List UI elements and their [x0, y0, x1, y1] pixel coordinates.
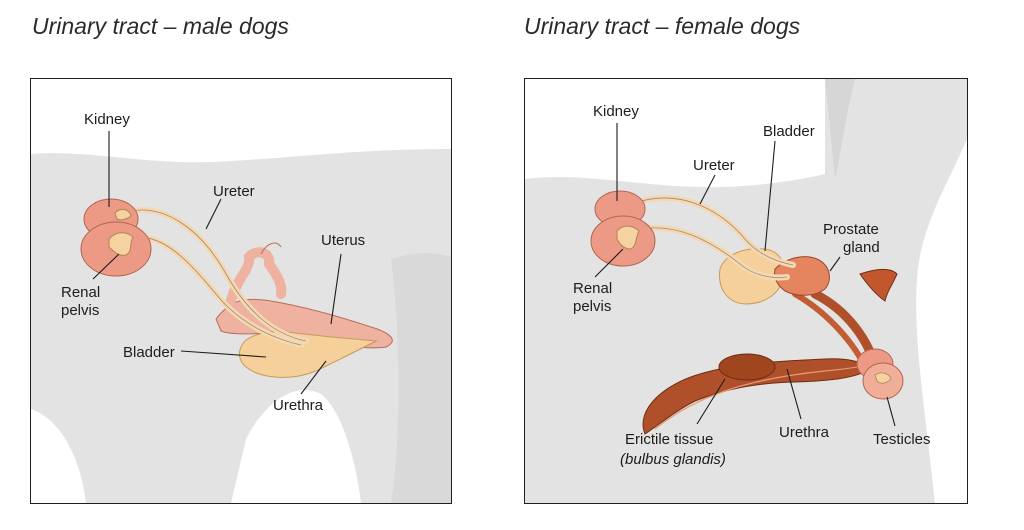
label-urethra: Urethra: [779, 424, 830, 441]
diagram-panel-female: Kidney Bladder Ureter Prostate gland Ren…: [524, 78, 968, 504]
bulbus-glandis-shape: [718, 353, 776, 381]
renal-pelvis-back: [114, 208, 132, 221]
ureter-upper-outline: [624, 197, 794, 266]
diagram-panel-male: Kidney Ureter Uterus Renal pelvis Bladde…: [30, 78, 452, 504]
label-renal-pelvis-line2: pelvis: [573, 298, 611, 315]
label-ureter: Ureter: [693, 157, 735, 174]
urethra-inner-line: [654, 363, 871, 430]
dog-leg-shadow: [391, 253, 451, 503]
label-kidney: Kidney: [593, 103, 639, 120]
label-uterus: Uterus: [321, 232, 365, 249]
label-prostate-line1: Prostate: [823, 221, 879, 238]
label-bladder: Bladder: [763, 123, 815, 140]
label-renal-pelvis-line2: pelvis: [61, 302, 99, 319]
bladder-shape: [238, 331, 378, 378]
testicle-detail: [874, 372, 892, 384]
label-erectile-tissue: Erictile tissue: [625, 431, 713, 448]
label-prostate-line2: gland: [843, 239, 880, 256]
label-bladder: Bladder: [123, 344, 175, 361]
ureter-upper-outline: [120, 209, 307, 342]
label-renal-pelvis-line1: Renal: [61, 284, 100, 301]
title-male-dogs: Urinary tract – male dogs: [32, 13, 289, 39]
label-testicles: Testicles: [873, 431, 931, 448]
renal-pelvis-shape: [108, 232, 134, 256]
male-urinary-illustration: Kidney Ureter Uterus Renal pelvis Bladde…: [31, 111, 451, 503]
label-urethra: Urethra: [273, 397, 324, 414]
renal-pelvis-shape: [616, 225, 640, 250]
label-ureter: Ureter: [213, 183, 255, 200]
label-bulbus-glandis: (bulbus glandis): [620, 451, 726, 468]
female-urinary-illustration: Kidney Bladder Ureter Prostate gland Ren…: [525, 79, 967, 503]
dog-tail-edge: [825, 79, 855, 179]
title-female-dogs: Urinary tract – female dogs: [524, 13, 801, 39]
detached-tissue: [859, 269, 898, 302]
label-kidney: Kidney: [84, 111, 130, 128]
ureter-lower-outline: [128, 236, 302, 346]
label-renal-pelvis-line1: Renal: [573, 280, 612, 297]
uterine-horn: [226, 247, 287, 306]
uterine-horn-2: [260, 242, 282, 255]
ureter-lower-outline: [632, 227, 788, 278]
